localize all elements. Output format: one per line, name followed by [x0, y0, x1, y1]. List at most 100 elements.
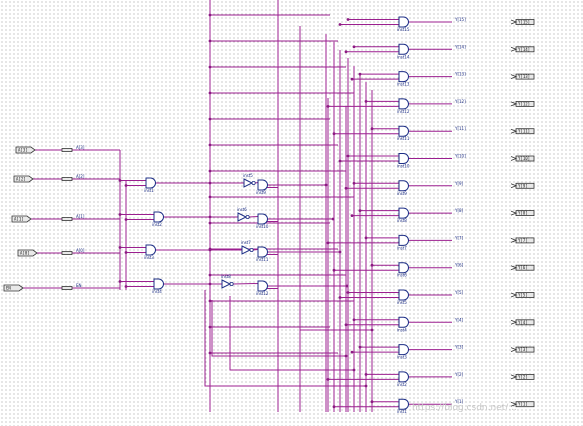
- wire-junction: [326, 105, 330, 108]
- output-pin-label: Y[10]: [518, 156, 530, 161]
- inverter-instance-label: inst6: [237, 207, 247, 212]
- gate-layer: inst15inst14inst13inst12inst11inst10inst…: [144, 16, 410, 414]
- input-pin[interactable]: [13, 175, 34, 183]
- wire-junction: [344, 354, 348, 358]
- and-gate[interactable]: [398, 262, 409, 274]
- output-pin-label: Y[6]: [518, 265, 528, 270]
- gate-instance-label: inst3: [397, 355, 407, 360]
- inverter-bubble: [249, 247, 254, 252]
- wire-junction: [370, 263, 374, 267]
- wire-junction: [208, 195, 212, 199]
- output-net-label: Y[5]: [454, 290, 464, 295]
- output-net-label: Y[3]: [454, 345, 464, 350]
- output-pin-arrow: [510, 374, 518, 380]
- inverter-instance-label: inst5: [243, 173, 253, 178]
- gate-instance-label: inst14: [397, 54, 410, 59]
- input-net-label: A[2]: [76, 174, 85, 179]
- pin-layer: Y[15]Y[15]Y[14]Y[14]Y[13]Y[13]Y[12]Y[12]…: [3, 17, 535, 408]
- and-gate[interactable]: [398, 16, 409, 28]
- gate-instance-label: inst10: [256, 224, 269, 229]
- wire-junction: [118, 246, 122, 249]
- inverter-instance-label: inst8: [221, 274, 231, 279]
- and-gate[interactable]: [153, 278, 164, 290]
- and-gate[interactable]: [398, 71, 409, 83]
- and-gate[interactable]: [257, 246, 268, 258]
- and-gate[interactable]: [153, 211, 164, 223]
- and-gate[interactable]: [145, 244, 156, 256]
- input-buffer: [61, 286, 73, 290]
- gate-instance-label: inst12: [397, 109, 410, 114]
- wire-junction: [208, 181, 212, 185]
- and-gate[interactable]: [398, 207, 409, 219]
- wire-junction: [350, 77, 354, 81]
- and-gate[interactable]: [145, 177, 156, 189]
- wire-junction: [370, 328, 374, 332]
- wire-junction: [346, 154, 350, 158]
- wire-junction: [332, 268, 336, 272]
- input-pin[interactable]: [3, 284, 24, 292]
- output-pin-label: Y[14]: [518, 47, 530, 52]
- and-gate[interactable]: [398, 234, 409, 246]
- inverter-instance-label: inst7: [241, 240, 251, 245]
- wire-junction: [344, 50, 348, 54]
- and-gate[interactable]: [398, 43, 409, 55]
- gate-instance-label: inst9: [397, 191, 407, 196]
- input-pin[interactable]: [11, 215, 32, 223]
- output-pin-arrow: [510, 183, 518, 189]
- and-gate[interactable]: [398, 180, 409, 192]
- input-pin-label: EN: [6, 286, 11, 291]
- and-gate[interactable]: [257, 213, 268, 225]
- and-gate[interactable]: [398, 289, 409, 301]
- wire-junction: [346, 291, 350, 294]
- input-pin[interactable]: [17, 249, 38, 257]
- output-pin-label: Y[7]: [518, 238, 528, 243]
- output-net-label: Y[4]: [454, 317, 464, 322]
- inverter-bubble: [251, 180, 256, 185]
- not-gate[interactable]: [237, 212, 248, 222]
- input-pin-label: A[3]: [18, 148, 28, 153]
- output-net-label: Y[12]: [454, 99, 466, 104]
- wire-junction: [208, 325, 212, 329]
- and-gate[interactable]: [398, 344, 409, 356]
- wire-junction: [208, 215, 212, 219]
- and-gate[interactable]: [257, 179, 268, 191]
- output-net-label: Y[15]: [454, 17, 466, 22]
- output-pin-label: Y[8]: [518, 211, 528, 216]
- not-gate[interactable]: [243, 178, 254, 188]
- wire-junction: [370, 400, 374, 404]
- and-gate[interactable]: [398, 371, 409, 383]
- wire-junction: [364, 100, 368, 103]
- output-pin-arrow: [510, 265, 518, 271]
- and-gate[interactable]: [398, 98, 409, 110]
- input-buffer: [61, 251, 73, 255]
- wire-junction: [364, 373, 368, 376]
- and-gate[interactable]: [398, 316, 409, 328]
- gate-instance-label: inst11: [397, 136, 410, 141]
- and-gate[interactable]: [398, 125, 409, 137]
- output-pin-arrow: [510, 292, 518, 298]
- and-gate[interactable]: [398, 153, 409, 164]
- wire-junction: [352, 181, 356, 185]
- wire-junction: [346, 18, 350, 21]
- wire-junction: [352, 45, 356, 49]
- gate-instance-label: inst1: [144, 188, 154, 193]
- not-gate[interactable]: [221, 279, 232, 289]
- not-gate[interactable]: [241, 245, 252, 255]
- output-pin-arrow: [510, 156, 518, 161]
- input-net-label: A[0]: [76, 248, 85, 253]
- and-gate[interactable]: [257, 280, 268, 292]
- output-pin-label: Y[3]: [518, 347, 528, 352]
- output-pin-arrow: [510, 101, 518, 107]
- wire-junction: [208, 169, 212, 173]
- input-buffer: [61, 148, 73, 152]
- input-pin[interactable]: [15, 146, 36, 154]
- output-net-label: Y[6]: [454, 263, 464, 268]
- output-pin-arrow: [510, 347, 518, 352]
- gate-instance-label: inst9: [256, 190, 266, 195]
- output-pin-arrow: [510, 46, 518, 52]
- wire-junction: [326, 378, 330, 381]
- wire-junction: [124, 218, 128, 221]
- and-gate[interactable]: [398, 398, 409, 410]
- output-net-label: Y[14]: [454, 44, 466, 49]
